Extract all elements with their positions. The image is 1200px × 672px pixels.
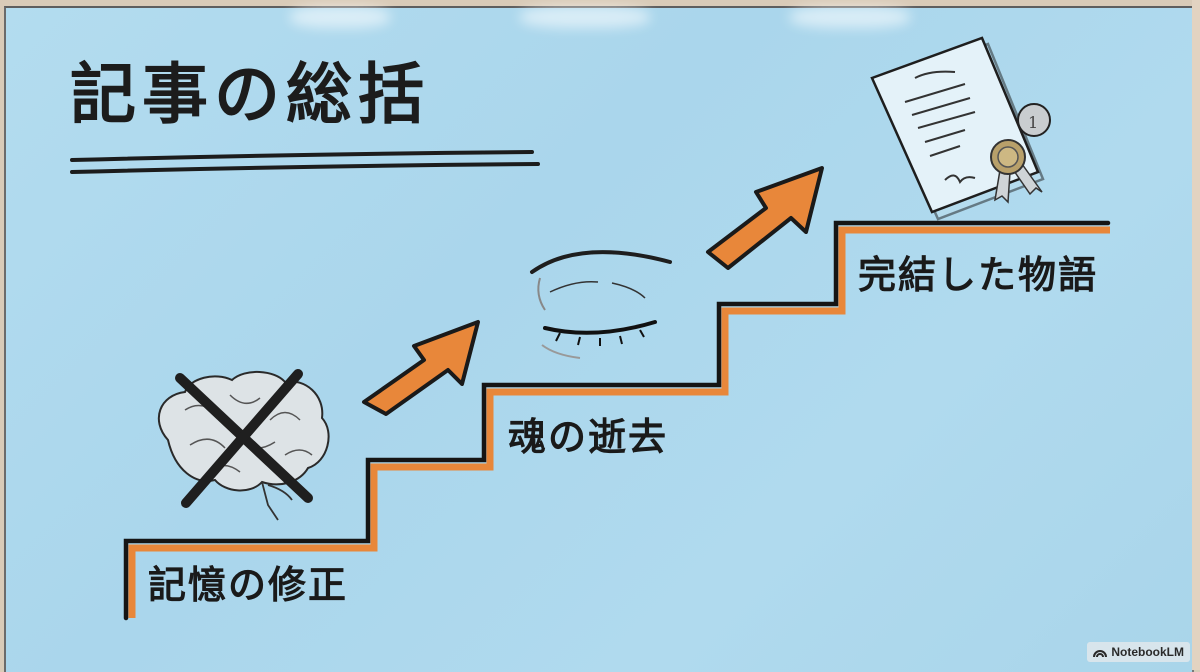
light-glare: [290, 6, 390, 28]
closed-eye-icon: [530, 250, 672, 359]
watermark-label: NotebookLM: [1111, 645, 1184, 659]
light-glare: [790, 6, 910, 28]
arrow-up-right-icon: [362, 320, 480, 416]
crossed-out-brain-icon: [157, 369, 330, 521]
light-glare: [520, 6, 650, 28]
notebooklm-watermark: NotebookLM: [1087, 642, 1190, 662]
certificate-with-seal-icon: 1: [870, 36, 1051, 221]
notebooklm-logo-icon: [1093, 650, 1108, 657]
staircase: [123, 220, 1111, 621]
step-label-1: 記憶の修正: [148, 563, 349, 607]
step-label-2: 魂の逝去: [508, 415, 669, 459]
arrow-up-right-icon: [706, 166, 824, 270]
page-title: 記事の総括: [70, 56, 430, 133]
board-frame: [1192, 0, 1200, 670]
svg-text:1: 1: [1028, 113, 1038, 132]
step-label-3: 完結した物語: [858, 253, 1099, 297]
title-underline: [70, 150, 540, 174]
